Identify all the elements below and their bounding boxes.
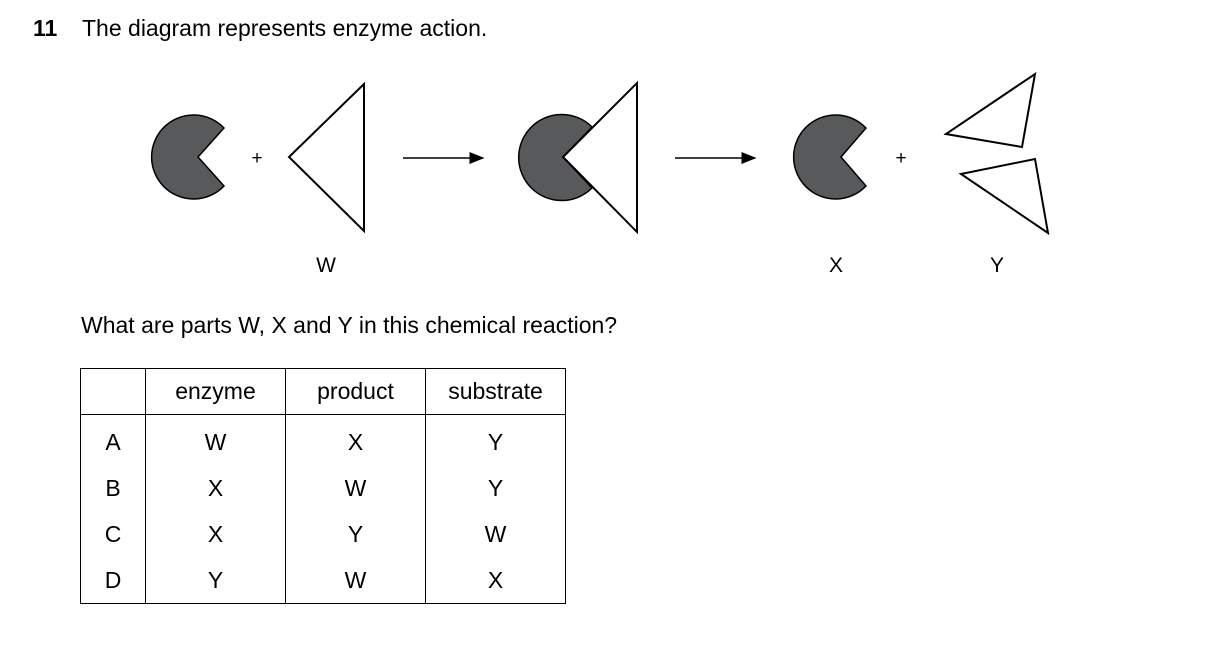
option-label: C <box>80 511 146 557</box>
table-row: B X W Y <box>80 465 566 511</box>
table-row: A W X Y <box>80 414 566 465</box>
product-cell: W <box>285 557 426 604</box>
header-enzyme: enzyme <box>145 368 286 415</box>
label-y: Y <box>990 254 1004 277</box>
table-row: C X Y W <box>80 511 566 557</box>
question-prompt: What are parts W, X and Y in this chemic… <box>81 312 618 338</box>
product-cell: W <box>285 465 426 511</box>
enzyme-cell: X <box>145 465 286 511</box>
product-cell: X <box>285 414 426 465</box>
question-number: 11 <box>33 15 58 41</box>
header-substrate: substrate <box>425 368 566 415</box>
enzyme-shape-2 <box>792 114 868 200</box>
table-row: D Y W X <box>80 557 566 604</box>
header-cell-empty <box>80 368 146 415</box>
enzyme-cell: X <box>145 511 286 557</box>
option-label: A <box>80 414 146 465</box>
substrate-cell: Y <box>425 465 566 511</box>
option-label: D <box>80 557 146 604</box>
label-w: W <box>316 254 336 277</box>
plus-sign-2: + <box>895 148 906 169</box>
answer-table: enzyme product substrate A W X Y B X W Y… <box>80 368 566 604</box>
complex-enzyme-shape <box>517 113 594 202</box>
enzyme-cell: Y <box>145 557 286 604</box>
header-product: product <box>285 368 426 415</box>
label-x: X <box>829 254 843 277</box>
product-triangle-upper <box>943 71 1037 149</box>
enzyme-shape-1 <box>150 114 226 200</box>
enzyme-cell: W <box>145 414 286 465</box>
product-triangle-lower <box>958 157 1050 236</box>
question-stem: The diagram represents enzyme action. <box>82 15 488 41</box>
substrate-cell: X <box>425 557 566 604</box>
substrate-triangle <box>287 81 365 234</box>
table-header-row: enzyme product substrate <box>80 368 566 415</box>
product-cell: Y <box>285 511 426 557</box>
complex-substrate-triangle <box>561 80 638 235</box>
plus-sign-1: + <box>251 148 262 169</box>
substrate-cell: W <box>425 511 566 557</box>
enzyme-diagram: + + W X Y <box>150 71 1050 277</box>
substrate-cell: Y <box>425 414 566 465</box>
option-label: B <box>80 465 146 511</box>
